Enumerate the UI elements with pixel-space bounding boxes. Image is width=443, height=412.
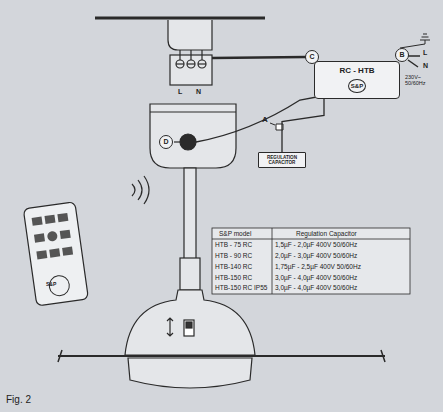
ceiling-mount: [95, 18, 265, 85]
capacitor-box: REGULATION CAPACITOR: [258, 152, 306, 168]
node-text: C: [309, 53, 314, 61]
table-cell: HTB-150 RC IP55: [215, 284, 267, 291]
table-cell: HTB-140 RC: [215, 263, 252, 270]
capacitor-clip: [270, 123, 283, 130]
callout-letter: A: [262, 116, 268, 125]
terminal-name: L: [178, 88, 182, 96]
table-cell: 3,0µF - 4,0µF 400V 50/60Hz: [275, 274, 357, 281]
table-header: S&P model: [219, 230, 251, 237]
motor-housing: [58, 290, 385, 388]
supply-rating: 230V~ 50/60Hz: [405, 74, 439, 86]
table-header: Regulation Capacitor: [296, 230, 357, 237]
node-text: REGULATION CAPACITOR: [262, 155, 302, 165]
callout-circle: B: [395, 48, 409, 62]
node-text: RC - HTB: [322, 67, 392, 76]
downrod: [180, 168, 200, 290]
node-text: D: [163, 138, 168, 146]
table-cell: 1,75µF - 2,5µF 400V 50/60Hz: [275, 263, 361, 270]
logo-text: S&P: [348, 79, 366, 94]
table-cell: 3,0µF - 4,0µF 400V 50/60Hz: [275, 284, 357, 291]
terminal-name: L: [423, 49, 427, 57]
table-cell: 2,0µF - 3,0µF 400V 50/60Hz: [275, 252, 357, 259]
remote-signal: [132, 176, 149, 204]
table-cell: 1,5µF - 2,0µF 400V 50/60Hz: [275, 241, 357, 248]
receiver-sensor: [180, 134, 196, 150]
callout-circle: D: [159, 135, 173, 149]
terminal-name: N: [196, 88, 201, 96]
figure-caption: Fig. 2: [6, 394, 31, 405]
receiver-box: RC - HTB S&P: [314, 61, 400, 99]
logo-text: S&P: [46, 282, 56, 288]
wire-connector: [282, 99, 324, 152]
terminal-name: N: [423, 62, 428, 70]
remote-control: [23, 202, 88, 306]
capacitor-table-grid: [212, 228, 410, 294]
node-text: B: [399, 51, 404, 59]
table-cell: HTB-150 RC: [215, 274, 252, 281]
wire-line: [282, 99, 324, 152]
canopy: [150, 96, 322, 168]
table-cell: HTB - 75 RC: [215, 241, 252, 248]
table-cell: HTB - 90 RC: [215, 252, 252, 259]
